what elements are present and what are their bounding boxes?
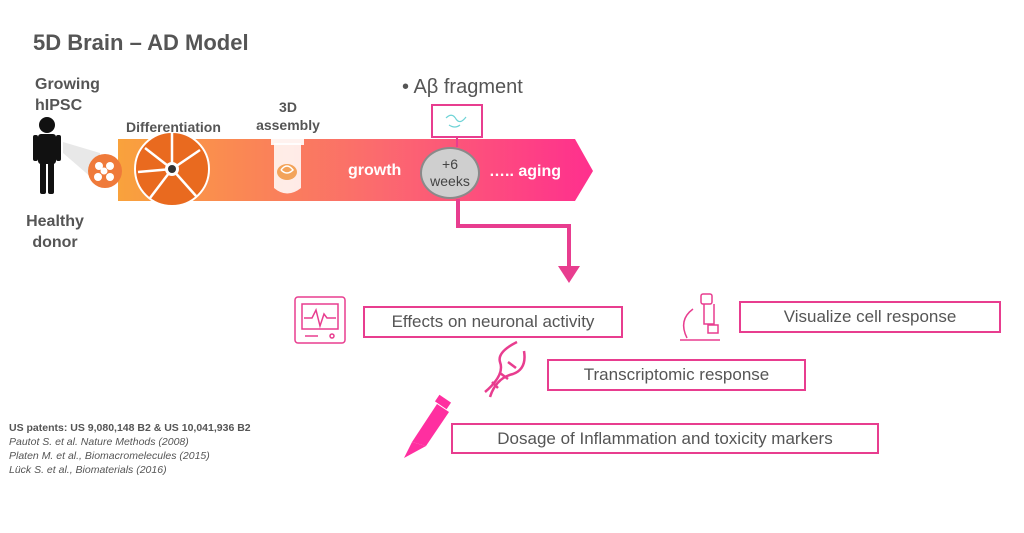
dna-icon [484,340,526,398]
weeks-badge: +6 weeks [420,147,480,199]
references: US patents: US 9,080,148 B2 & US 10,041,… [9,421,251,477]
weeks-number: +6 [442,156,458,172]
monitor-icon [294,296,346,344]
neuronal-activity-box: Effects on neuronal activity [363,306,623,338]
visualize-cell-response-box: Visualize cell response [739,301,1001,333]
reference-3: Lück S. et al., Biomaterials (2016) [9,464,167,476]
tube-icon [271,139,304,194]
donor-label-line1: Healthy [26,213,84,230]
growing-label-line1: Growing [35,76,100,93]
assembly-label-line1: 3D [279,99,297,115]
patents-text: US patents: US 9,080,148 B2 & US 10,041,… [9,422,251,434]
inflammation-toxicity-box: Dosage of Inflammation and toxicity mark… [451,423,879,454]
growing-label-line2: hIPSC [35,97,83,114]
pipette-icon [404,394,452,458]
assembly-label: 3D assembly [251,98,325,134]
growth-label: growth [348,162,402,179]
cell-cluster-icon [88,154,122,188]
neuron-icon [134,131,210,207]
differentiation-label: Differentiation [126,119,221,135]
connector-arrow [456,199,580,283]
weeks-unit: weeks [430,173,470,189]
growing-hipsc-label: Growing hIPSC [35,74,100,116]
person-icon [33,117,61,194]
reference-1: Pautot S. et al. Nature Methods (2008) [9,436,189,448]
abeta-fragment-label: • Aβ fragment [402,76,523,98]
page-title: 5D Brain – AD Model [33,30,249,55]
reference-2: Platen M. et al., Biomacromelecules (201… [9,450,210,462]
aging-label: ….. aging [489,163,561,180]
healthy-donor-label: Healthy donor [22,211,88,253]
assembly-label-line2: assembly [256,117,320,133]
donor-label-line2: donor [32,234,78,251]
abeta-fragment-icon [431,104,483,147]
microscope-icon [680,293,720,341]
transcriptomic-response-box: Transcriptomic response [547,359,806,391]
